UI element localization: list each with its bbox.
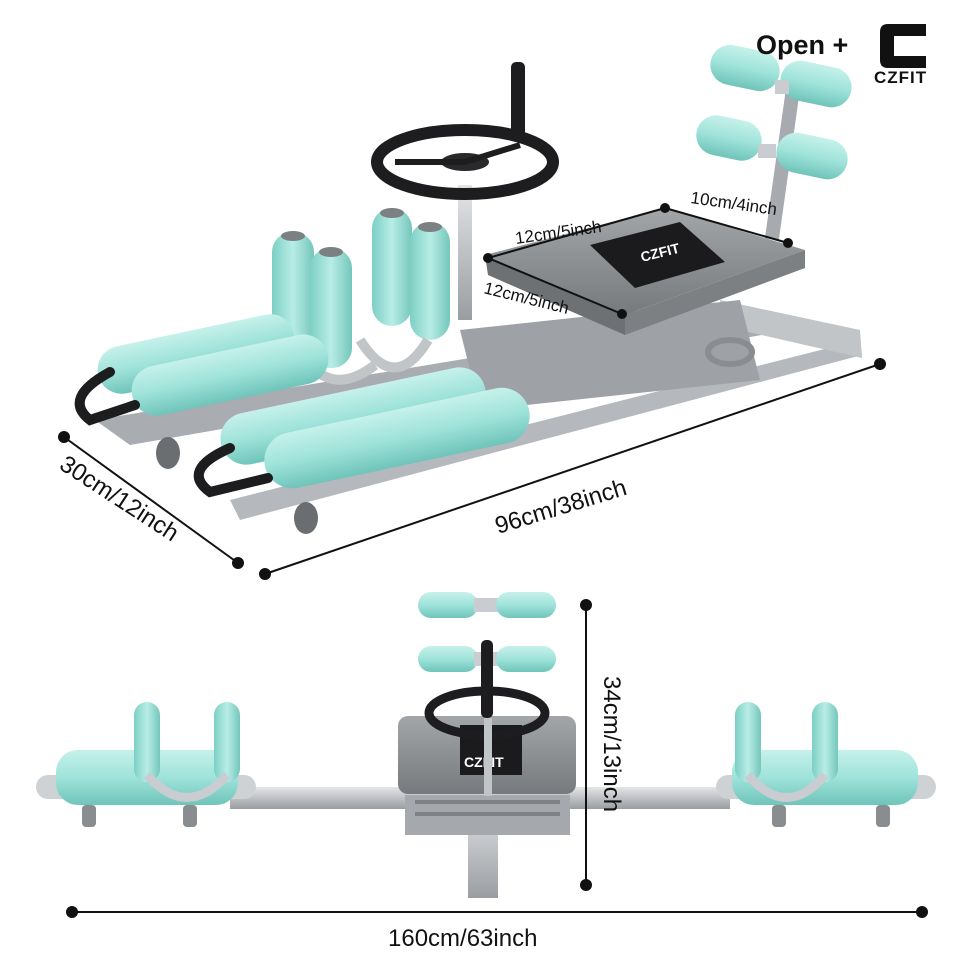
dimension-height: 34cm/13inch: [580, 599, 625, 891]
brand-name: CZFIT: [874, 68, 928, 87]
leg-pads-horizontal: [97, 314, 530, 489]
foot-handle: [193, 443, 273, 498]
left-leg-unit: [36, 702, 256, 827]
dimension-open-span: 160cm/63inch: [66, 906, 928, 952]
foot-handle: [74, 367, 140, 426]
backrest-pads-front: [418, 592, 556, 672]
brand-open-label: Open +: [756, 30, 849, 60]
brand-logo: Open + CZFIT: [756, 20, 952, 100]
brand-c-icon: [880, 24, 926, 68]
seat: CZFIT: [485, 208, 805, 335]
slide-carriage: [460, 300, 760, 410]
stretcher-perspective: CZFIT: [74, 44, 862, 534]
stretcher-open-front: CZFIT: [36, 592, 936, 898]
release-lever: [705, 337, 755, 367]
backrest-pads: [696, 44, 852, 180]
backrest-label: 10cm/4inch: [689, 188, 778, 219]
leg-pads-upright: [272, 208, 450, 385]
caster-wheel: [156, 437, 180, 469]
adjustment-wheel: [371, 62, 559, 320]
length-label: 96cm/38inch: [492, 474, 630, 540]
adjustment-wheel-front: [424, 640, 550, 796]
caster-wheel: [294, 502, 318, 534]
rear-foot: [720, 300, 862, 358]
height-label: 34cm/13inch: [598, 676, 625, 812]
right-leg-unit: [716, 702, 936, 827]
open-span-label: 160cm/63inch: [388, 925, 537, 952]
seat-logo-badge: [590, 222, 725, 288]
